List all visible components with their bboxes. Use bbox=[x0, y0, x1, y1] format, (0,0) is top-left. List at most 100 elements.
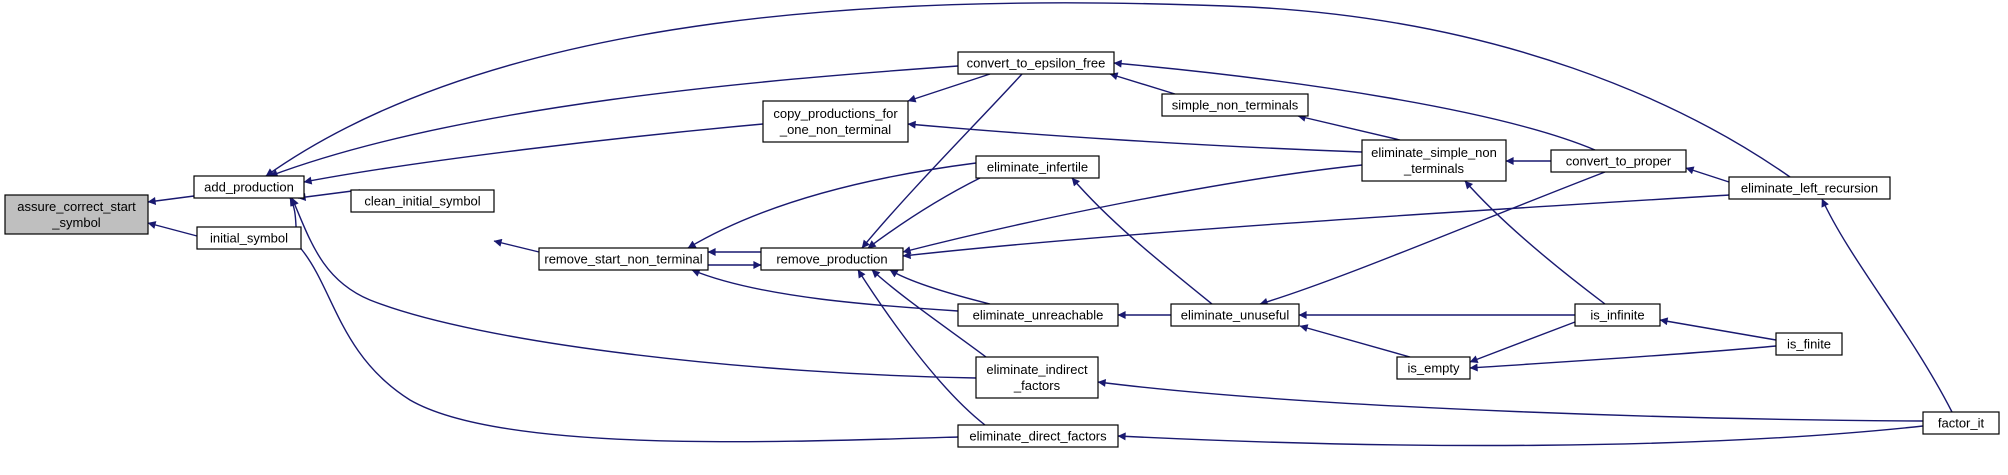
node-label: eliminate_direct_factors bbox=[969, 429, 1107, 444]
edge-eliminate_unreachable-to-remove_production bbox=[889, 269, 991, 305]
node-box[interactable] bbox=[1574, 303, 1661, 327]
edge-is_infinite-to-eliminate_simple_non_terminals bbox=[1464, 180, 1606, 305]
edge-eliminate_simple_non_terminals-to-remove_production bbox=[902, 164, 1363, 254]
node-box[interactable] bbox=[1775, 332, 1843, 356]
node-convert_to_proper[interactable]: convert_to_proper bbox=[1550, 149, 1687, 173]
edges-layer bbox=[147, 2, 1953, 447]
node-label: _factors bbox=[1013, 378, 1061, 393]
edge-convert_to_epsilon_free-to-add_production bbox=[269, 65, 959, 178]
edge-factor_it-to-eliminate_indirect_factors bbox=[1097, 378, 1924, 422]
node-eliminate_unreachable[interactable]: eliminate_unreachable bbox=[957, 303, 1119, 327]
edge-eliminate_direct_factors-to-remove_production bbox=[857, 269, 986, 426]
node-label: _symbol bbox=[51, 215, 101, 230]
node-convert_to_epsilon_free[interactable]: convert_to_epsilon_free bbox=[957, 51, 1115, 75]
node-initial_symbol[interactable]: initial_symbol bbox=[196, 226, 302, 250]
node-simple_non_terminals[interactable]: simple_non_terminals bbox=[1161, 93, 1309, 117]
node-eliminate_simple_non_terminals[interactable]: eliminate_simple_non_terminals bbox=[1361, 139, 1507, 182]
node-eliminate_direct_factors[interactable]: eliminate_direct_factors bbox=[957, 424, 1119, 448]
edge-convert_to_proper-to-convert_to_epsilon_free bbox=[1113, 59, 1596, 151]
node-label: initial_symbol bbox=[210, 231, 288, 246]
node-box[interactable] bbox=[975, 155, 1100, 179]
node-copy_productions_for_one_non_terminal[interactable]: copy_productions_for_one_non_terminal bbox=[762, 100, 909, 143]
edge-clean_initial_symbol-to-add_production bbox=[297, 189, 361, 201]
node-label: is_finite bbox=[1787, 337, 1831, 352]
node-label: copy_productions_for bbox=[773, 106, 898, 121]
node-eliminate_indirect_factors[interactable]: eliminate_indirect_factors bbox=[975, 356, 1099, 399]
node-label: _one_non_terminal bbox=[779, 122, 891, 137]
node-remove_start_non_terminal[interactable]: remove_start_non_terminal bbox=[538, 247, 709, 271]
node-label: eliminate_left_recursion bbox=[1741, 181, 1878, 196]
node-label: add_production bbox=[204, 180, 294, 195]
node-box[interactable] bbox=[196, 226, 302, 250]
node-box[interactable] bbox=[1361, 139, 1507, 182]
node-box[interactable] bbox=[957, 51, 1115, 75]
edge-eliminate_indirect_factors-to-remove_production bbox=[871, 269, 987, 358]
node-box[interactable] bbox=[350, 189, 495, 213]
node-label: clean_initial_symbol bbox=[364, 194, 480, 209]
node-box[interactable] bbox=[4, 194, 149, 235]
node-remove_production[interactable]: remove_production bbox=[760, 247, 904, 271]
node-add_production[interactable]: add_production bbox=[193, 175, 305, 199]
node-box[interactable] bbox=[957, 424, 1119, 448]
edge-eliminate_left_recursion-to-convert_to_proper bbox=[1685, 166, 1730, 183]
node-box[interactable] bbox=[762, 100, 909, 143]
node-box[interactable] bbox=[1161, 93, 1309, 117]
node-assure_correct_start_symbol[interactable]: assure_correct_start_symbol bbox=[4, 194, 149, 235]
edge-is_empty-to-eliminate_unuseful bbox=[1299, 324, 1411, 358]
edge-eliminate_unreachable-to-remove_start_non_terminal bbox=[691, 269, 959, 312]
node-label: is_empty bbox=[1407, 361, 1460, 376]
node-clean_initial_symbol[interactable]: clean_initial_symbol bbox=[350, 189, 495, 213]
edge-factor_it-to-eliminate_left_recursion bbox=[1821, 198, 1953, 413]
node-label: eliminate_unuseful bbox=[1181, 308, 1290, 323]
node-label: factor_it bbox=[1938, 416, 1985, 431]
node-label: convert_to_proper bbox=[1566, 154, 1672, 169]
edge-remove_start_non_terminal-to-clean_initial_symbol bbox=[493, 238, 540, 253]
node-box[interactable] bbox=[538, 247, 709, 271]
edge-is_infinite-to-is_empty bbox=[1469, 321, 1576, 364]
node-box[interactable] bbox=[193, 175, 305, 199]
edge-convert_to_proper-to-eliminate_unuseful bbox=[1259, 171, 1606, 306]
node-eliminate_unuseful[interactable]: eliminate_unuseful bbox=[1170, 303, 1300, 327]
node-box[interactable] bbox=[1396, 356, 1471, 380]
edge-add_production-to-assure_correct_start_symbol bbox=[147, 195, 195, 205]
node-label: simple_non_terminals bbox=[1172, 98, 1299, 113]
node-label: _terminals bbox=[1403, 161, 1464, 176]
edge-initial_symbol-to-assure_correct_start_symbol bbox=[147, 221, 198, 237]
edge-copy_productions_for_one_non_terminal-to-add_production bbox=[303, 123, 764, 185]
node-box[interactable] bbox=[1550, 149, 1687, 173]
node-box[interactable] bbox=[957, 303, 1119, 327]
node-box[interactable] bbox=[1170, 303, 1300, 327]
node-box[interactable] bbox=[760, 247, 904, 271]
node-label: eliminate_unreachable bbox=[973, 308, 1104, 323]
node-is_empty[interactable]: is_empty bbox=[1396, 356, 1471, 380]
edge-eliminate_infertile-to-remove_start_non_terminal bbox=[687, 162, 977, 249]
node-label: is_infinite bbox=[1590, 308, 1644, 323]
edge-simple_non_terminals-to-convert_to_epsilon_free bbox=[1109, 72, 1176, 95]
edge-eliminate_simple_non_terminals-to-simple_non_terminals bbox=[1297, 113, 1401, 141]
node-eliminate_infertile[interactable]: eliminate_infertile bbox=[975, 155, 1100, 179]
node-label: remove_production bbox=[776, 252, 887, 267]
node-box[interactable] bbox=[1728, 176, 1891, 200]
edge-factor_it-to-eliminate_direct_factors bbox=[1117, 425, 1924, 447]
nodes-layer: assure_correct_start_symbol add_productio… bbox=[4, 51, 2000, 448]
node-is_infinite[interactable]: is_infinite bbox=[1574, 303, 1661, 327]
edge-eliminate_infertile-to-remove_production bbox=[867, 177, 981, 249]
node-label: remove_start_non_terminal bbox=[544, 252, 702, 267]
edge-eliminate_left_recursion-to-remove_production bbox=[902, 194, 1730, 260]
node-label: eliminate_infertile bbox=[987, 160, 1088, 175]
edge-is_finite-to-is_empty bbox=[1469, 345, 1777, 372]
edge-eliminate_unuseful-to-eliminate_infertile bbox=[1071, 177, 1213, 305]
edge-eliminate_direct_factors-to-add_production bbox=[289, 197, 959, 443]
node-box[interactable] bbox=[1922, 411, 2000, 435]
node-is_finite[interactable]: is_finite bbox=[1775, 332, 1843, 356]
edge-eliminate_left_recursion-to-add_production bbox=[265, 2, 1791, 178]
edge-eliminate_simple_non_terminals-to-copy_productions_for_one_non_terminal bbox=[907, 120, 1363, 153]
node-box[interactable] bbox=[975, 356, 1099, 399]
node-factor_it[interactable]: factor_it bbox=[1922, 411, 2000, 435]
edge-convert_to_epsilon_free-to-remove_production bbox=[861, 73, 1023, 249]
node-eliminate_left_recursion[interactable]: eliminate_left_recursion bbox=[1728, 176, 1891, 200]
node-label: eliminate_indirect bbox=[986, 362, 1088, 377]
node-label: convert_to_epsilon_free bbox=[967, 56, 1106, 71]
edge-convert_to_epsilon_free-to-copy_productions_for_one_non_terminal bbox=[907, 73, 991, 103]
